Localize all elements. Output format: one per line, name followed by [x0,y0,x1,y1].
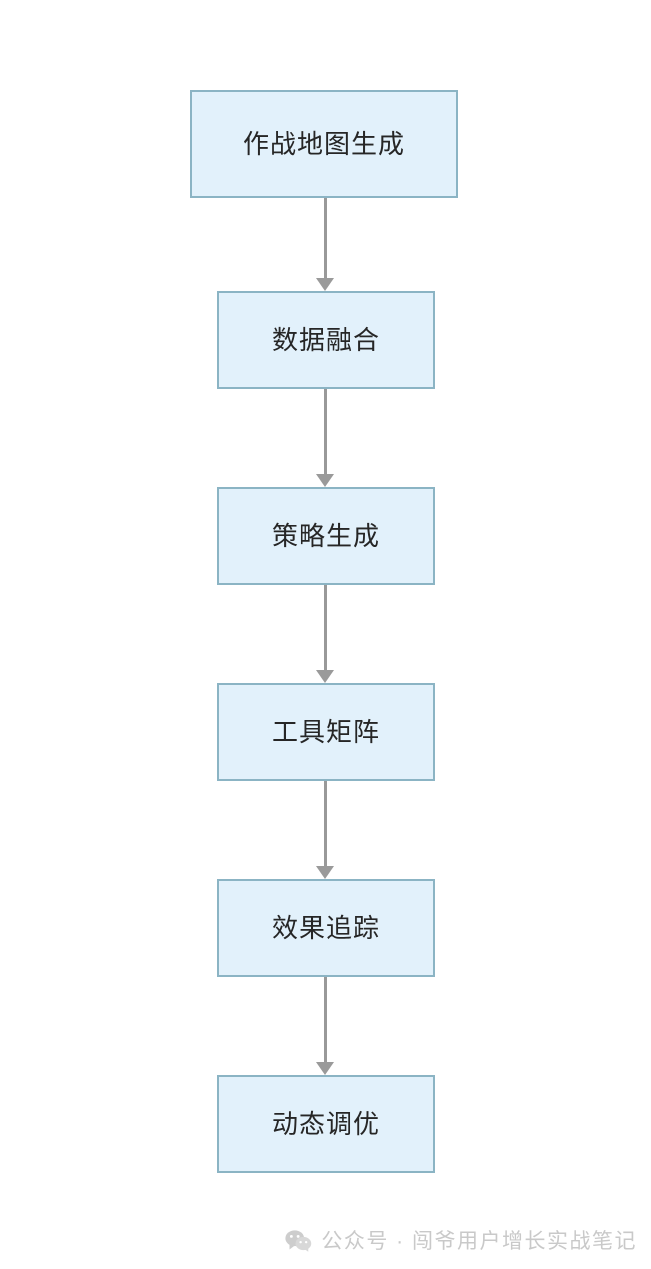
flow-node-label: 策略生成 [271,521,380,551]
flow-edge-4-5 [313,781,337,879]
arrowhead-icon [316,1062,334,1075]
arrowhead-icon [316,670,334,683]
arrowhead-icon [316,474,334,487]
flow-node-label: 效果追踪 [271,913,380,943]
flow-node-1[interactable]: 作战地图生成 [190,90,458,198]
flow-node-4[interactable]: 工具矩阵 [217,683,435,781]
flow-edge-2-3 [313,389,337,487]
flow-node-label: 数据融合 [271,325,380,355]
edge-line [323,585,327,672]
edge-line [323,781,327,868]
flow-node-label: 工具矩阵 [271,717,380,747]
edge-line [323,389,327,476]
wechat-icon [285,1229,312,1252]
footer-watermark: 公众号 · 闯爷用户增长实战笔记 [285,1225,637,1255]
watermark-text: 公众号 · 闯爷用户增长实战笔记 [321,1230,637,1253]
flow-edge-3-4 [313,585,337,683]
flow-node-5[interactable]: 效果追踪 [217,879,435,977]
flow-node-2[interactable]: 数据融合 [217,291,435,389]
flow-node-label: 作战地图生成 [242,129,405,159]
flow-edge-1-2 [313,198,337,291]
flow-node-6[interactable]: 动态调优 [217,1075,435,1173]
flow-node-3[interactable]: 策略生成 [217,487,435,585]
arrowhead-icon [316,866,334,879]
flow-node-label: 动态调优 [271,1109,380,1139]
arrowhead-icon [316,278,334,291]
flow-edge-5-6 [313,977,337,1075]
edge-line [323,977,327,1064]
edge-line [323,198,327,280]
